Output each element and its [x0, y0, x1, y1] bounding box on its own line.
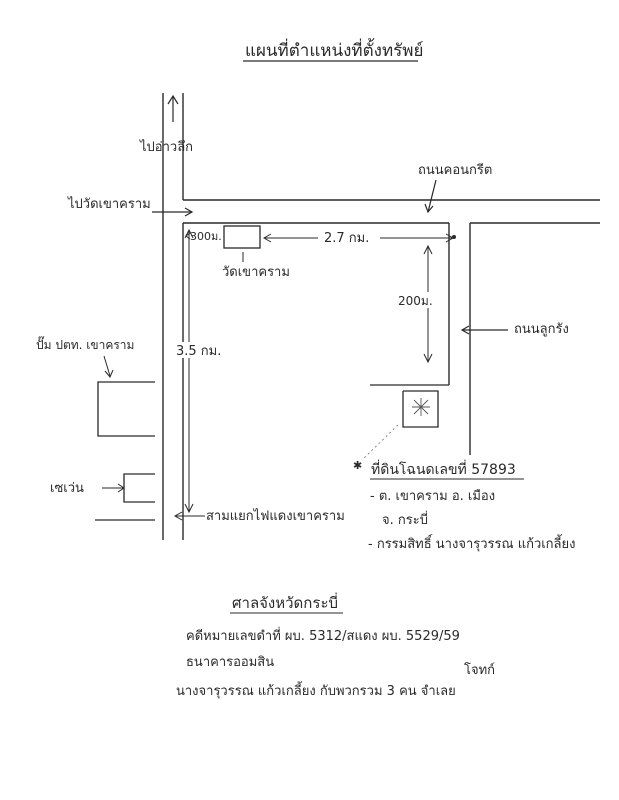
dimension-2-7km-label: 2.7 กม.: [324, 231, 369, 246]
property-line-2: จ. กระบี่: [382, 511, 428, 528]
road-north-label: ไปอ่าวลึก: [139, 139, 193, 155]
arrow-right-icon: [152, 207, 194, 217]
case-number: คดีหมายเลขดำที่ ผบ. 5312/สแดง ผบ. 5529/5…: [186, 627, 460, 644]
dim35-label-bg: [172, 342, 232, 358]
temple-box: [223, 225, 261, 249]
leader-star-icon: ✱: [353, 459, 362, 472]
dim200-label-bg: [394, 292, 438, 308]
dimension-3-5km-label: 3.5 กม.: [176, 344, 221, 359]
arrow-down-icon: [424, 179, 437, 214]
concrete-road-label: ถนนคอนกรีต: [418, 162, 492, 178]
property-title: ที่ดินโฉนดเลขที่ 57893: [371, 460, 516, 478]
road-west-label: ไปวัดเขาคราม: [67, 196, 151, 212]
defendant-line: นางจารุวรรณ แก้วเกลี้ยง กับพวกรวม 3 คน จ…: [176, 681, 456, 699]
property-parcel: [370, 384, 449, 428]
intersection-label: สามแยกไฟแดงเขาคราม: [206, 508, 345, 524]
laterite-road-lines: [448, 223, 471, 455]
property-star-icon: [412, 398, 430, 416]
temple-label: วัดเขาคราม: [222, 265, 290, 280]
arrow-left-icon: [460, 325, 508, 335]
property-line-3: - กรรมสิทธิ์ นางจารุวรรณ แก้วเกลี้ยง: [368, 534, 576, 552]
map-title: แผนที่ตำแหน่งที่ตั้งทรัพย์: [245, 38, 423, 61]
gas-station-label: ปั๊ม ปตท. เขาคราม: [36, 336, 134, 352]
gas-pointer: [103, 355, 114, 378]
property-leader: [361, 424, 399, 461]
main-road: [162, 93, 184, 540]
court-name: ศาลจังหวัดกระบี่: [232, 592, 338, 612]
marker-dot: [452, 235, 456, 239]
seven-eleven-box: [123, 473, 155, 503]
concrete-road-lines: [183, 199, 600, 224]
dim-label-bg: [318, 229, 380, 245]
intersection-arrow-icon: [173, 511, 205, 521]
north-arrow-icon: [167, 94, 179, 122]
dimension-300m-label: 300ม.: [190, 230, 222, 243]
gas-station-box: [97, 381, 155, 437]
seven-eleven-label: เซเว่น: [50, 481, 84, 496]
plaintiff-role: โจทก์: [464, 662, 495, 678]
plaintiff-name: ธนาคารออมสิน: [186, 655, 274, 670]
property-line-1: - ต. เขาคราม อ. เมือง: [370, 488, 495, 504]
laterite-road-label: ถนนลูกรัง: [514, 322, 569, 337]
seven-eleven-arrow-icon: [102, 483, 125, 493]
dimension-3-5km: [184, 228, 194, 514]
dimension-200m-label: 200ม.: [398, 294, 433, 308]
